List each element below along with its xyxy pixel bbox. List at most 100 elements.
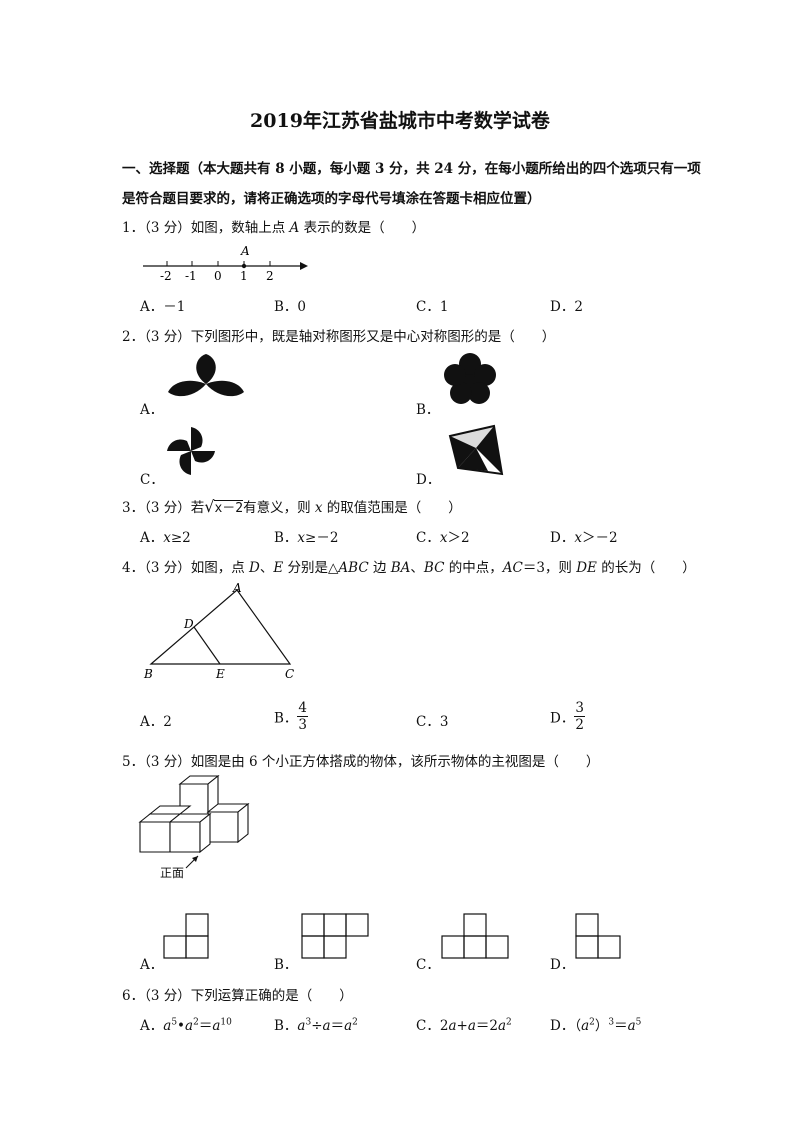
exponent: 2 [193, 1017, 199, 1028]
option-variable: a [185, 1018, 194, 1034]
option-variable: a [344, 1018, 353, 1034]
option-variable: a [581, 1018, 590, 1034]
operator: ＝2 [475, 1018, 498, 1034]
q6-option-b[interactable]: B．a3÷a＝a2 [274, 1014, 358, 1035]
question-text: 、 [259, 560, 274, 576]
q5-d-view [575, 913, 621, 959]
question-text: 边 [368, 560, 391, 576]
q5-c-view [441, 913, 509, 959]
option-text: ＞2 [447, 530, 470, 546]
question-text: 表示的数是（ ） [299, 220, 426, 236]
vertex-label-d: D [183, 617, 194, 631]
q2-option-b[interactable]: B． [416, 402, 440, 418]
question-variable: BA [390, 560, 411, 576]
question-score: （3 分） [144, 500, 191, 516]
question-4: 4．（3 分）如图，点 D、E 分别是△ABC 边 BA、BC 的中点，AC＝3… [122, 556, 696, 576]
q6-option-a[interactable]: A．a5•a2＝a10 [140, 1014, 232, 1035]
q1-option-d[interactable]: D．2 [550, 299, 583, 315]
q2-d-quadrilateral-shape [448, 424, 504, 476]
point-a-dot [241, 263, 247, 269]
option-variable: x [574, 530, 582, 546]
q4-option-a[interactable]: A．2 [140, 714, 172, 730]
tick-label: 0 [214, 269, 222, 283]
exponent: 5 [635, 1017, 642, 1028]
question-number: 6． [122, 988, 145, 1004]
question-text: 的中点， [444, 560, 503, 576]
option-variable: a [297, 1018, 306, 1034]
operator: ＝ [614, 1018, 628, 1034]
q3-option-a[interactable]: A．x≥2 [140, 526, 191, 546]
question-variable: E [273, 560, 284, 576]
option-variable: x [297, 530, 306, 546]
tick-label: 2 [266, 269, 274, 283]
question-text: 下列运算正确的是（ ） [190, 988, 353, 1004]
question-variable: x [314, 500, 323, 516]
q3-option-c[interactable]: C．x＞2 [416, 526, 470, 546]
question-score: （3 分） [144, 988, 191, 1004]
option-label: C． [416, 530, 440, 546]
operator: ＝ [198, 1018, 213, 1034]
q3-option-b[interactable]: B．x≥－2 [274, 526, 338, 546]
question-text: 分别是△ [283, 560, 339, 576]
option-label: B． [274, 1018, 298, 1034]
question-text: 、 [410, 560, 424, 576]
operator: ÷ [311, 1018, 323, 1034]
option-text: 2 [439, 1018, 449, 1034]
question-3: 3．（3 分）若√x－2有意义，则 x 的取值范围是（ ） [122, 496, 462, 516]
operator: + [456, 1018, 468, 1034]
q4-option-c[interactable]: C．3 [416, 714, 449, 730]
sqrt-sign: √ [204, 497, 215, 516]
question-variable: D [249, 560, 260, 576]
option-text: ≥－2 [305, 530, 339, 546]
q2-a-three-leaf-shape [168, 354, 244, 397]
question-number: 2． [122, 329, 145, 345]
q1-option-c[interactable]: C．1 [416, 299, 449, 315]
q2-option-d[interactable]: D． [416, 472, 441, 488]
option-variable: a [448, 1018, 457, 1034]
vertex-label-e: E [215, 667, 225, 681]
option-variable: x [439, 530, 448, 546]
number-line-figure: A -2 -1 0 1 2 [143, 244, 308, 283]
vertex-label-c: C [285, 667, 294, 681]
q2-b-flower-shape [444, 353, 496, 404]
arrow-icon [192, 856, 198, 862]
q5-option-b[interactable]: B． [274, 957, 298, 973]
q1-option-b[interactable]: B．0 [274, 299, 307, 315]
q1-option-a[interactable]: A．－1 [140, 299, 186, 315]
fraction-denominator: 3 [298, 717, 308, 733]
arrow-icon [300, 262, 308, 270]
q5-option-d[interactable]: D． [550, 957, 575, 973]
q6-option-c[interactable]: C．2a+a＝2a2 [416, 1014, 512, 1035]
q5-option-c[interactable]: C． [416, 957, 440, 973]
front-view-label: 正面 [160, 866, 185, 880]
option-variable: a [497, 1018, 507, 1034]
q3-option-d[interactable]: D．x＞－2 [550, 526, 618, 546]
q6-option-d[interactable]: D．（a2）3＝a5 [550, 1014, 642, 1035]
paren: （ [574, 1018, 582, 1034]
question-text: ＝3，则 [522, 560, 577, 576]
question-variable: A [289, 220, 300, 236]
tick-label: -2 [160, 269, 172, 283]
option-variable: a [163, 1018, 172, 1034]
question-score: （3 分） [144, 329, 191, 345]
q5-option-a[interactable]: A． [140, 957, 164, 973]
option-variable: a [212, 1018, 221, 1034]
tick-label: -1 [185, 269, 197, 283]
exponent: 5 [171, 1017, 178, 1028]
sqrt-radicand: x－2 [214, 500, 244, 516]
option-variable: x [163, 530, 171, 546]
question-text: 如图是由 6 个小正方体搭成的物体，该所示物体的主视图是（ ） [190, 754, 600, 770]
triangle-figure: A D B E C [143, 581, 294, 681]
exponent: 3 [305, 1017, 312, 1028]
q2-option-c[interactable]: C． [140, 472, 164, 488]
exponent: 3 [608, 1017, 615, 1028]
section-heading-line1: 一、选择题（本大题共有 8 小题，每小题 3 分，共 24 分，在每小题所给出的… [122, 161, 701, 177]
q2-option-a[interactable]: A． [140, 402, 164, 418]
question-text: 的取值范围是（ ） [322, 500, 462, 516]
q5-a-view [163, 913, 209, 959]
exponent: 2 [589, 1017, 595, 1028]
